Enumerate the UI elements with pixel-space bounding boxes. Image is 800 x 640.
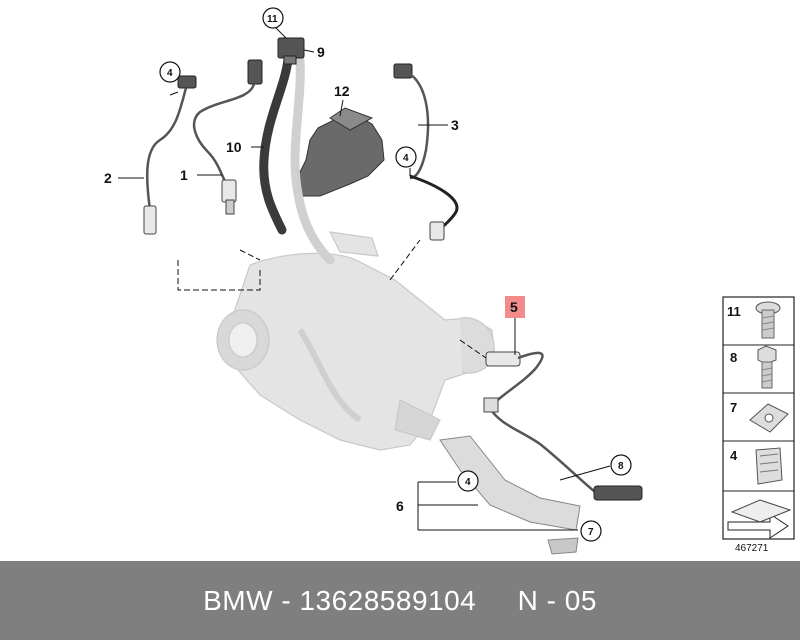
arrow-icon: [727, 499, 792, 539]
torx-bolt-icon: [755, 301, 781, 339]
legend-11-number: 11: [727, 304, 741, 319]
sensor-5: [483, 351, 643, 501]
pressure-line: [290, 55, 335, 265]
footer-brand: BMW: [203, 584, 274, 616]
callout-5-highlight: [505, 296, 525, 318]
sensor-2: [143, 75, 197, 235]
callout-6: 6: [396, 498, 404, 514]
callout-5: 5: [510, 299, 518, 315]
callout-2: 2: [104, 170, 112, 186]
footer-separator: -: [281, 584, 292, 616]
hose-10: [259, 55, 293, 235]
legend-4-number: 4: [730, 448, 738, 463]
callout-11: 11: [267, 14, 278, 25]
callout-7: 7: [588, 527, 594, 538]
circled-callouts: [159, 7, 632, 542]
footer-code: N - 05: [517, 584, 597, 616]
diagram-reference-number: 467271: [735, 543, 769, 554]
hex-bolt-icon: [757, 345, 777, 389]
callout-8: 8: [618, 461, 624, 472]
callout-3: 3: [451, 117, 459, 133]
parts-diagram: 1 2 3 6 9 10 12 5 11 4 4 4 8 7 11: [104, 7, 795, 555]
footer-bar: BMW - 13628589104 N - 05: [0, 561, 800, 640]
legend-8-number: 8: [730, 350, 737, 365]
callout-4-top: 4: [167, 68, 173, 79]
legend-panel: 11 8 7 4: [722, 296, 795, 540]
callout-10: 10: [226, 139, 242, 155]
callout-4-right: 4: [403, 153, 409, 164]
callout-12: 12: [334, 83, 350, 99]
leader-lines: [118, 25, 611, 531]
catalytic-converter: [216, 231, 495, 451]
bracket-12: [295, 107, 385, 197]
footer-part-number: 13628589104: [299, 584, 477, 616]
cable-clip-icon: [755, 447, 783, 485]
callout-4-bottom: 4: [465, 477, 471, 488]
pressure-sensor-9: [277, 37, 305, 65]
callout-9: 9: [317, 44, 325, 60]
clip-nut-icon: [749, 403, 789, 433]
sensor-1: [192, 59, 263, 215]
sensor-3: [393, 63, 459, 241]
legend-7-number: 7: [730, 400, 737, 415]
callout-1: 1: [180, 167, 188, 183]
bracket-6: [439, 435, 581, 555]
